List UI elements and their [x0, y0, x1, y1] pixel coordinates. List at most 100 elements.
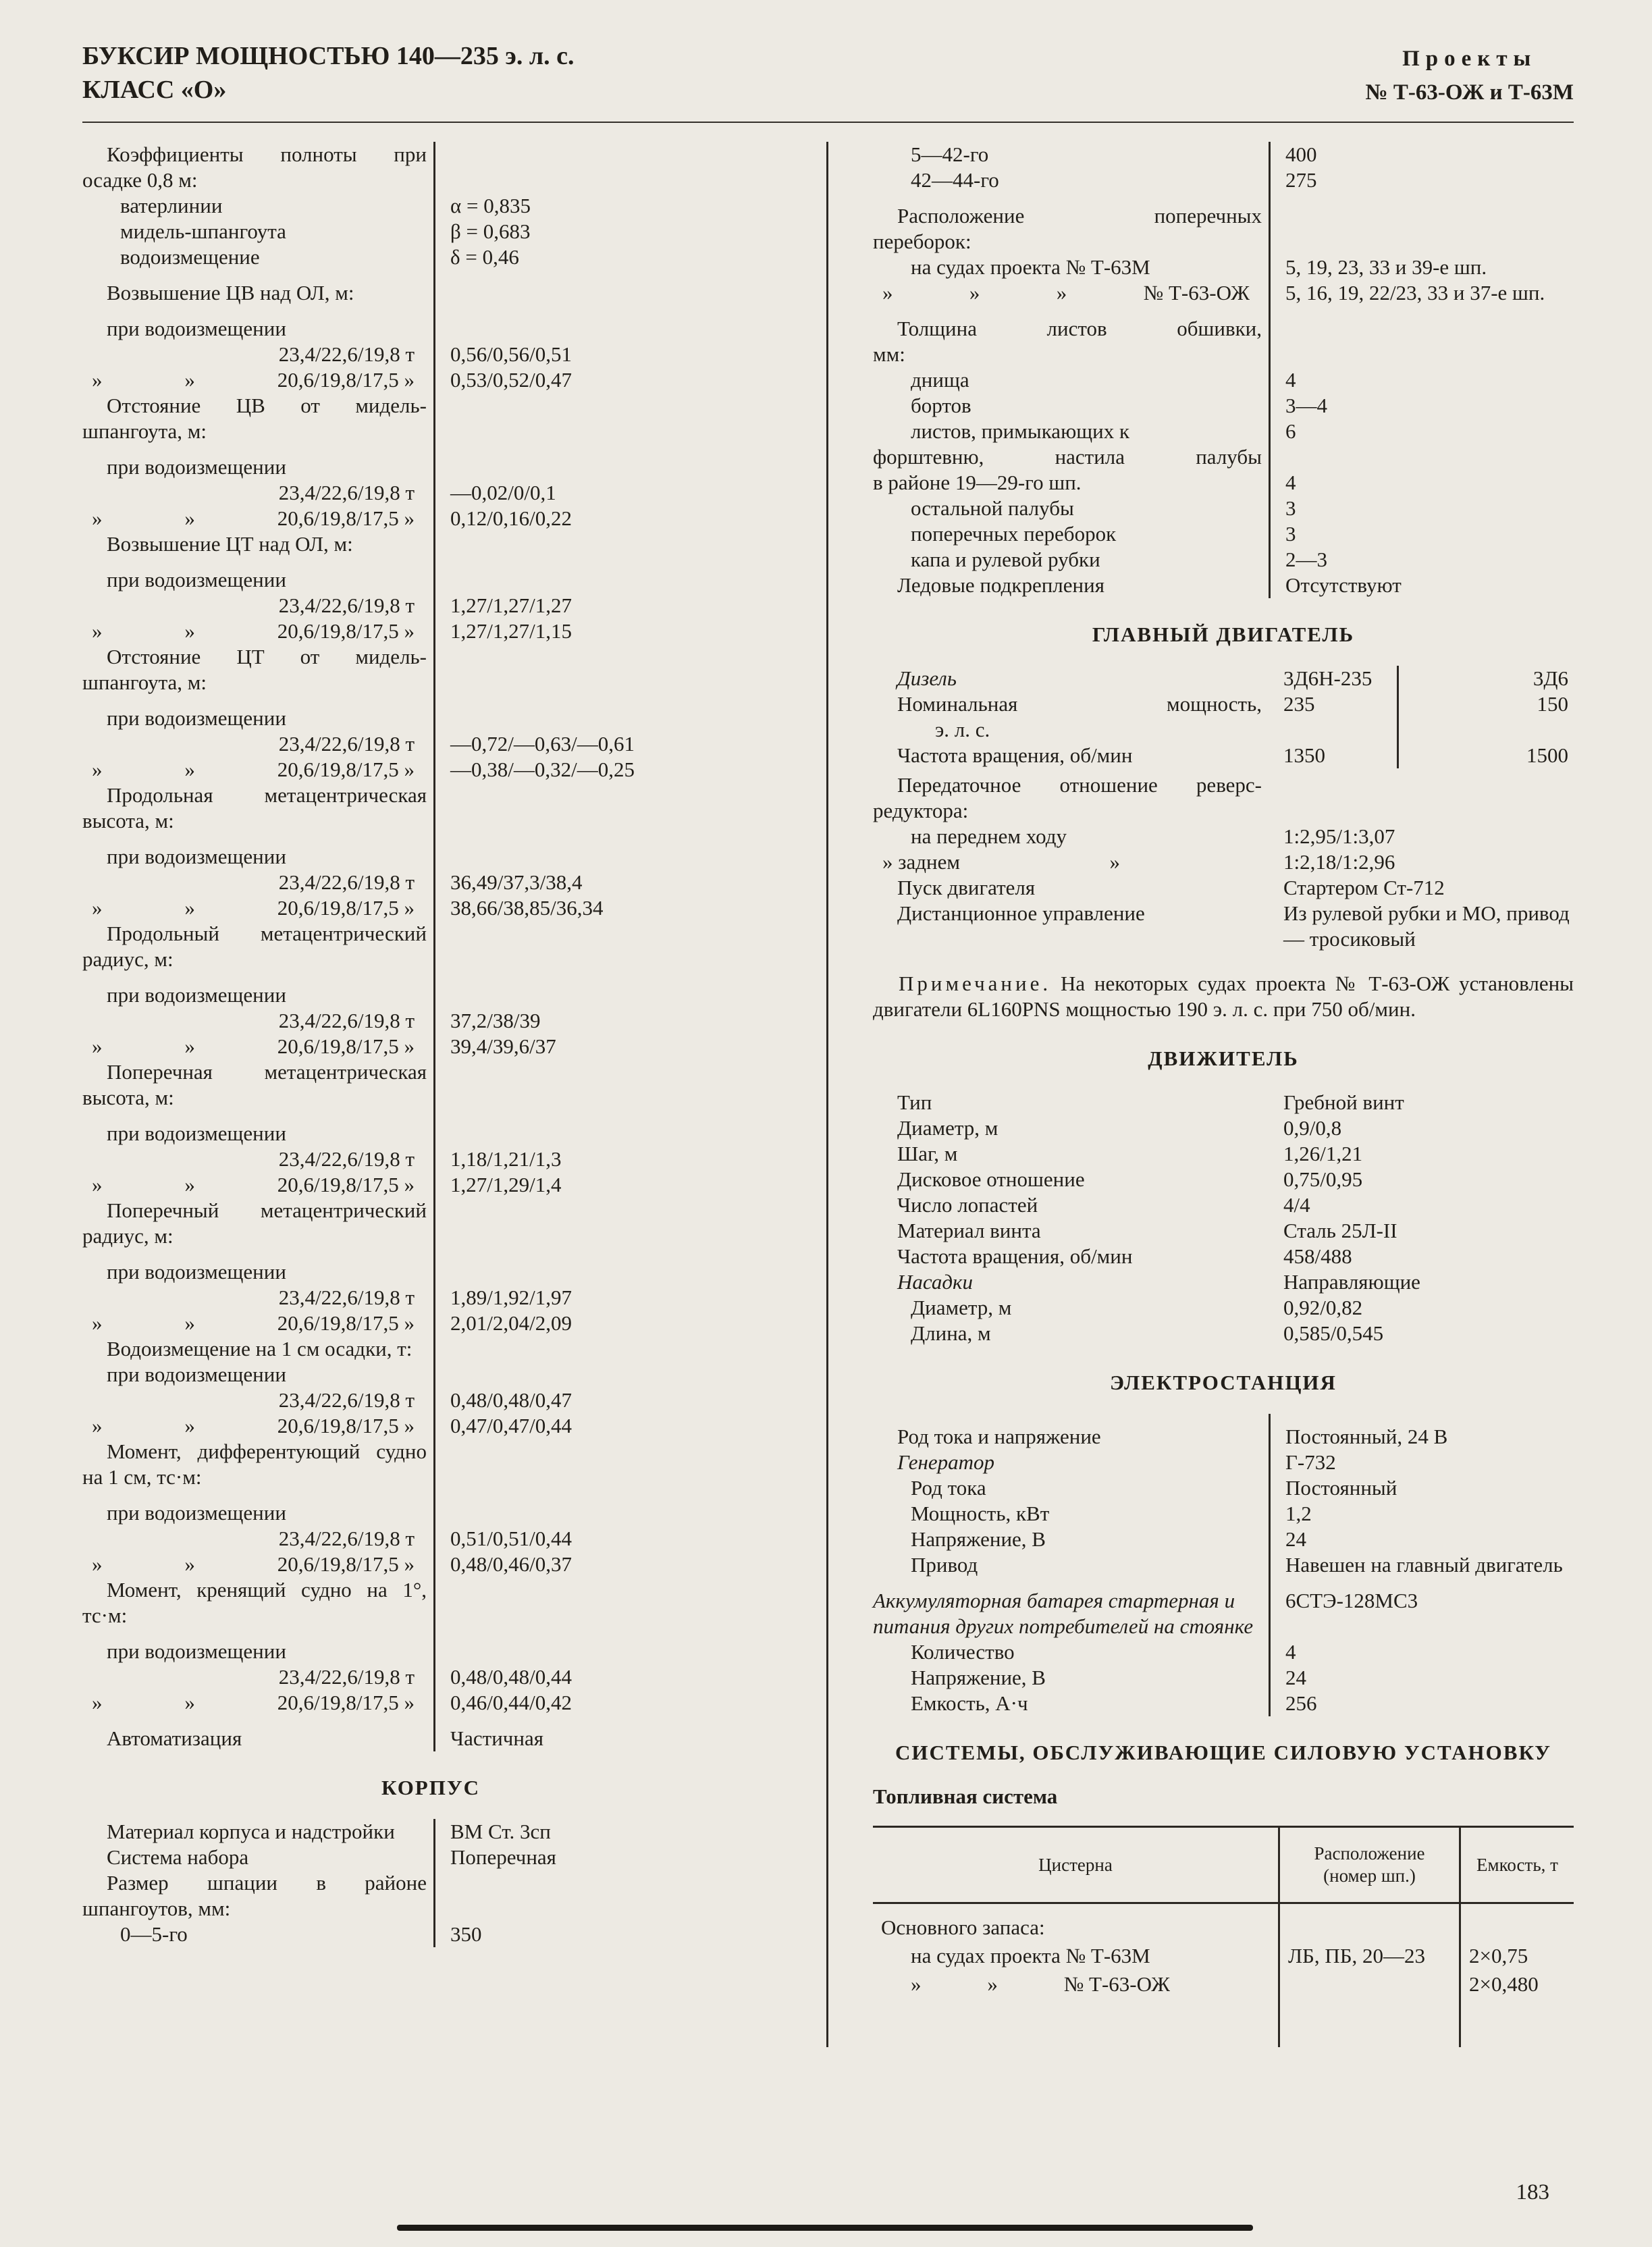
spec-value: 0,48/0,46/0,37 — [433, 1552, 779, 1577]
spec-value: 0,46/0,44/0,42 — [433, 1690, 779, 1716]
spec-value: 0,51/0,51/0,44 — [433, 1526, 779, 1552]
spec-value: 0,47/0,47/0,44 — [433, 1413, 779, 1439]
spec-label: »»20,6/19,8/17,5 » — [82, 1034, 433, 1059]
spec-label: при водоизмещении — [107, 1501, 286, 1525]
fuel-table-location-cell: ЛБ, ПБ, 20—23 — [1278, 1942, 1459, 1970]
label-part: » — [92, 1691, 103, 1714]
spec-value: Отсутствуют — [1269, 573, 1574, 598]
spec-label: Частота вращения, об/мин — [897, 743, 1133, 767]
label-part: » — [184, 1311, 195, 1335]
label-part: » — [92, 1311, 103, 1335]
spec-row: Передаточное отношение реверс-редуктора: — [873, 772, 1574, 824]
label-part: » — [969, 281, 980, 305]
spec-label: капа и рулевой рубки — [911, 548, 1100, 571]
label-part: 20,6/19,8/17,5 » — [277, 619, 415, 643]
running-title: БУКСИР МОЩНОСТЬЮ 140—235 э. л. с. КЛАСС … — [82, 39, 575, 107]
spec-value: δ = 0,46 — [433, 244, 779, 270]
section-heading: СИСТЕМЫ, ОБСЛУЖИВАЮЩИЕ СИЛОВУЮ УСТАНОВКУ — [895, 1741, 1552, 1764]
spec-label: Материал винта — [897, 1219, 1041, 1242]
spec-row: Водоизмещение на 1 см осадки, т: — [82, 1336, 779, 1362]
note-lead: Примечание. — [899, 972, 1052, 995]
spec-row: водоизмещение δ = 0,46 — [82, 244, 779, 270]
spec-value — [433, 270, 779, 306]
label-part: » — [184, 1414, 195, 1437]
spec-value — [433, 1111, 779, 1146]
spec-value: 3—4 — [1269, 393, 1574, 419]
spec-label: Диаметр, м — [911, 1296, 1012, 1319]
spec-label: Размер шпации в районе шпангоутов, мм: — [82, 1871, 427, 1920]
spec-value-secondary — [1397, 717, 1574, 743]
fuel-table-header-cell: Цистерна — [1038, 1854, 1113, 1875]
spec-label: Продольная метацентриче­ская высота, м: — [82, 783, 427, 832]
spec-row: Возвышение ЦВ над ОЛ, м: — [82, 270, 779, 306]
spec-row: в районе 19—29-го шп.4 — [873, 470, 1574, 496]
spec-value — [433, 644, 779, 695]
spec-label: при водоизмещении — [107, 1260, 286, 1284]
label-part: » — [1109, 850, 1121, 874]
spec-value-primary — [1269, 717, 1397, 743]
spec-value — [433, 834, 779, 870]
spec-label: э. л. с. — [935, 718, 990, 741]
spec-row: при водоизмещении — [82, 1362, 779, 1387]
label-part: » — [184, 758, 195, 781]
spec-row: при водоизмещении — [82, 972, 779, 1008]
spec-label: 23,4/22,6/19,8 т — [278, 1147, 415, 1171]
spec-row: »»20,6/19,8/17,5 »1,27/1,27/1,15 — [82, 618, 779, 644]
spec-value: Постоянный — [1269, 1475, 1574, 1501]
subsection-title: Топливная система — [873, 1785, 1058, 1808]
label-part: » — [882, 281, 893, 305]
spec-value — [433, 695, 779, 731]
spec-value: ВМ Ст. 3сп — [433, 1819, 779, 1845]
spec-value: 4/4 — [1283, 1193, 1310, 1217]
label-part: » — [92, 758, 103, 781]
spec-label: в районе 19—29-го шп. — [873, 471, 1082, 494]
spec-label: при водоизмещении — [107, 1363, 286, 1386]
spec-label: мм: — [873, 342, 905, 366]
label-part: 20,6/19,8/17,5 » — [277, 1691, 415, 1714]
label-part: » — [184, 619, 195, 643]
spec-label: »»20,6/19,8/17,5 » — [82, 895, 433, 921]
spec-value-primary: 3Д6Н-235 — [1283, 666, 1373, 690]
label-part: » — [92, 1414, 103, 1437]
note-paragraph: Примечание. На некоторых судах проекта №… — [873, 972, 1574, 1021]
spec-value — [433, 306, 779, 342]
label-part: » — [92, 1552, 103, 1576]
spec-label: 23,4/22,6/19,8 т — [278, 593, 415, 617]
spec-label: Привод — [911, 1553, 978, 1577]
spec-label: Передаточное отношение реверс-редуктора: — [873, 773, 1262, 822]
spec-value — [433, 1336, 779, 1362]
spec-label: при водоизмещении — [107, 455, 286, 479]
label-part: » — [184, 1691, 195, 1714]
spec-value — [433, 1059, 779, 1111]
spec-value: 6СТЭ-128МС3 — [1269, 1578, 1574, 1639]
spec-label: водоизмещение — [120, 245, 260, 269]
spec-label: »»20,6/19,8/17,5 » — [82, 1311, 433, 1336]
page-header: БУКСИР МОЩНОСТЬЮ 140—235 э. л. с. КЛАСС … — [82, 39, 1574, 109]
spec-label: Автоматизация — [107, 1726, 242, 1750]
spec-row: Поперечный метацентриче­ский радиус, м: — [82, 1198, 779, 1249]
spec-value: 24 — [1269, 1527, 1574, 1552]
spec-value: α = 0,835 — [433, 193, 779, 219]
spec-value: —0,02/0/0,1 — [433, 480, 779, 506]
spec-label: Частота вращения, об/мин — [897, 1244, 1133, 1268]
spec-label: при водоизмещении — [107, 983, 286, 1007]
spec-label: »»20,6/19,8/17,5 » — [82, 757, 433, 783]
spec-value: 5, 19, 23, 33 и 39-е шп. — [1269, 255, 1574, 280]
